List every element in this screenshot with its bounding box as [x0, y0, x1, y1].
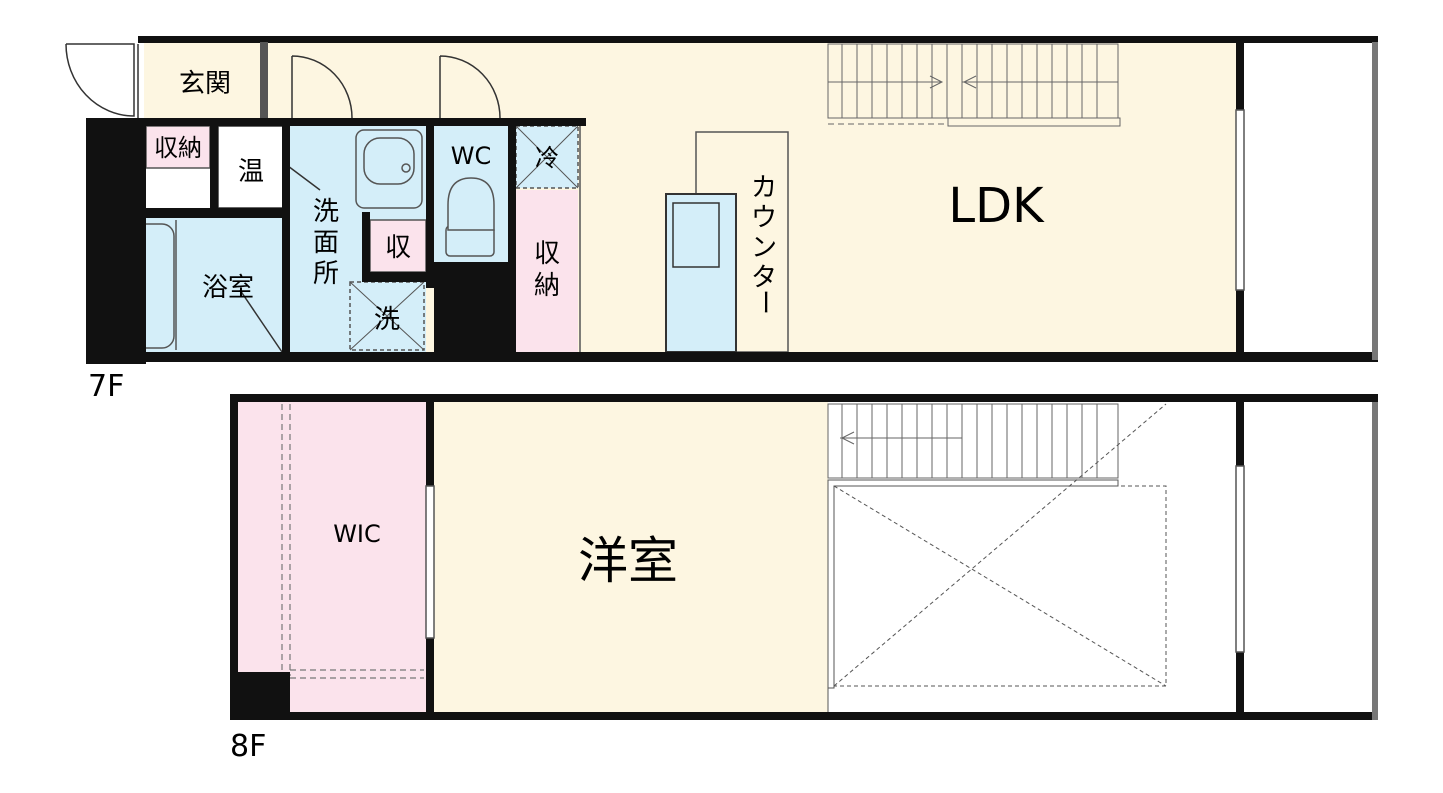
counter-label-2: ウ: [751, 203, 777, 233]
washroom-storage-label: 収: [385, 233, 411, 263]
entrance-label: 玄関: [179, 69, 231, 99]
counter-label-4: タ: [751, 263, 777, 293]
floor-7f: [65, 36, 1378, 364]
washroom-label-3: 所: [313, 259, 339, 289]
wic-label: WIC: [333, 520, 381, 548]
counter-label-3: ン: [751, 233, 777, 263]
stairs-8f: [827, 403, 1119, 479]
walls-7f: [86, 36, 1378, 364]
washroom-label-1: 洗: [313, 197, 339, 227]
washer-x2: [349, 281, 425, 351]
western-room-label: 洋室: [578, 532, 678, 590]
bath-label: 浴室: [202, 273, 254, 303]
sink-bowl: [672, 202, 720, 268]
void-outline: [827, 403, 1167, 714]
floor-8f: [230, 394, 1378, 720]
windows-7f: [1235, 109, 1245, 291]
wic-shelves: [281, 404, 424, 679]
counter-label-1: カ: [751, 173, 777, 203]
water-heater-label: 温: [238, 157, 264, 187]
stairs-7f: [827, 43, 1121, 127]
entrance-area: [144, 42, 268, 118]
washbasin-bowl: [363, 137, 415, 185]
wic-area: [238, 402, 426, 714]
counter-label-5: ー: [749, 289, 779, 315]
toilet-label: WC: [451, 142, 492, 170]
storage-kitchen-label-2: 納: [534, 271, 560, 301]
storage-entrance-label: 収納: [154, 134, 202, 162]
floor-label-7f: 7F: [88, 369, 124, 404]
washroom-label-2: 面: [313, 228, 339, 258]
ldk-label: LDK: [948, 178, 1045, 234]
storage-kitchen-area: [516, 190, 578, 352]
balcony-8f: [1244, 402, 1372, 714]
fridge-x2: [515, 125, 579, 189]
western-room-area: [434, 402, 828, 714]
washer-label: 洗: [374, 305, 400, 335]
void-area: [828, 402, 1236, 714]
windows-8f: [425, 465, 1245, 653]
toilet-bowl: [447, 177, 495, 231]
storage-kitchen-label-1: 収: [534, 239, 560, 269]
doors-7f: [65, 43, 501, 353]
fridge-label: 冷: [535, 144, 559, 172]
floor-label-8f: 8F: [230, 729, 266, 764]
washbasin-drain: [401, 163, 411, 173]
balcony-7f: [1244, 42, 1372, 355]
